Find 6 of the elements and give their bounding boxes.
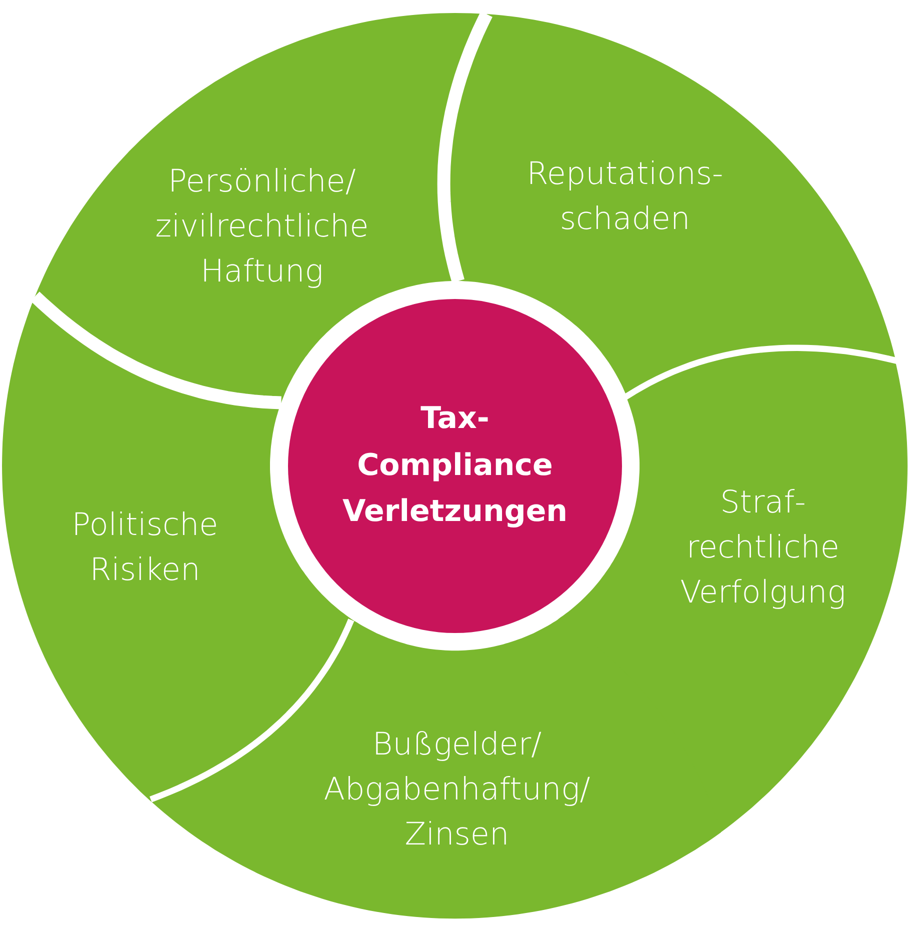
segment-label: Straf- rechtliche Verfolgung <box>680 484 846 612</box>
segment-label: Politische Risiken <box>72 506 218 590</box>
segment-label: Reputations- schaden <box>526 155 724 239</box>
center-label: Tax- Compliance Verletzungen <box>342 400 568 532</box>
segment-label: Persönliche/ zivilrechtliche Haftung <box>155 162 369 292</box>
segment-label: Bußgelder/ Abgabenhaftung/ Zinsen <box>324 726 590 854</box>
